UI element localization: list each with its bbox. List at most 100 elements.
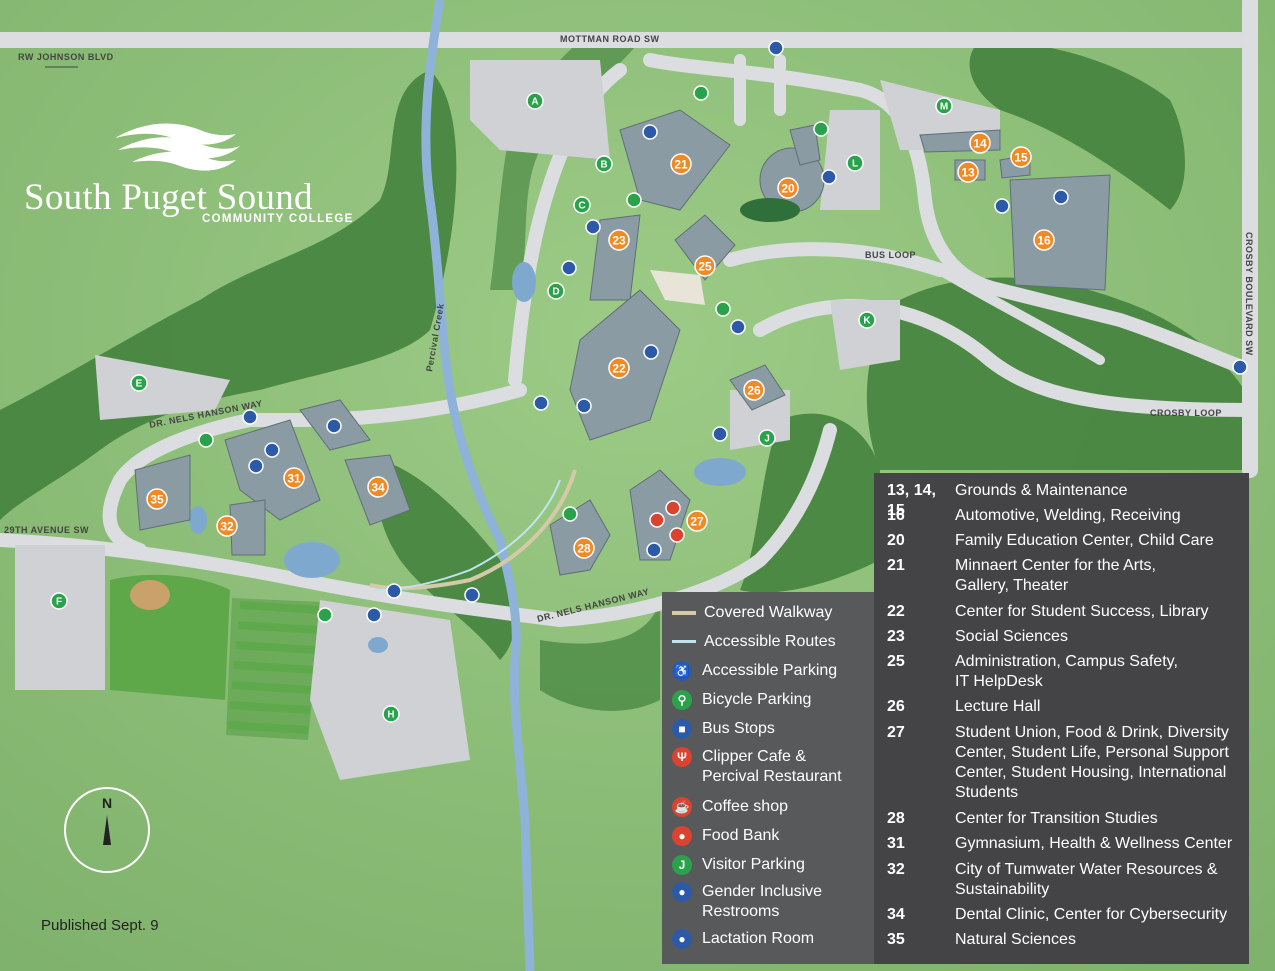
building-28-marker: 28 bbox=[573, 537, 595, 559]
restroom-icon bbox=[642, 124, 658, 140]
label-crosby-blvd: CROSBY BOULEVARD SW bbox=[1244, 232, 1254, 356]
bicycle-icon bbox=[562, 506, 578, 522]
bicycle-icon bbox=[715, 301, 731, 317]
lot-k-marker-label: K bbox=[863, 316, 871, 327]
lot-l-marker-label: L bbox=[852, 159, 858, 170]
building-34-marker: 34 bbox=[367, 476, 389, 498]
building-26-marker: 26 bbox=[743, 379, 765, 401]
lactation-icon bbox=[643, 344, 659, 360]
parking-lots bbox=[15, 60, 1000, 780]
covered-walkway-icon bbox=[672, 611, 696, 615]
accessible-parking-icon bbox=[533, 395, 549, 411]
building-26-marker-label: 26 bbox=[747, 383, 761, 397]
legend-covered-walkway: Covered Walkway bbox=[672, 603, 832, 623]
building-desc: Gymnasium, Health & Wellness Center bbox=[955, 835, 1233, 852]
building-desc: Center for Transition Studies bbox=[955, 810, 1158, 827]
building-15-marker-label: 15 bbox=[1014, 150, 1028, 164]
lot-c-marker: C bbox=[573, 196, 591, 214]
legend-lactation: ● Lactation Room bbox=[672, 929, 814, 949]
building-28-marker-label: 28 bbox=[577, 541, 591, 555]
lactation-icon bbox=[248, 458, 264, 474]
legend-label: Accessible Parking bbox=[702, 662, 838, 679]
lactation-icon: ● bbox=[672, 929, 692, 949]
building-32-marker-label: 32 bbox=[220, 519, 234, 533]
bus-icon bbox=[768, 40, 784, 56]
lot-k-marker: K bbox=[858, 311, 876, 329]
building-desc: Center for Student Success, Library bbox=[955, 603, 1209, 620]
bicycle-icon bbox=[198, 432, 214, 448]
restroom-icon bbox=[576, 398, 592, 414]
building-desc: Social Sciences bbox=[955, 628, 1068, 645]
bicycle-icon: ⚲ bbox=[672, 690, 692, 710]
legend-food-bank: ● Food Bank bbox=[672, 826, 779, 846]
bus-icon bbox=[1232, 359, 1248, 375]
lot-h-marker: H bbox=[382, 705, 400, 723]
building-desc: Family Education Center, Child Care bbox=[955, 532, 1214, 549]
building-35-marker-label: 35 bbox=[150, 492, 164, 506]
legend-label: Coffee shop bbox=[702, 798, 788, 815]
accessible-parking-icon bbox=[712, 426, 728, 442]
restroom-icon bbox=[646, 542, 662, 558]
markers: ABCDEFHJKLM13141516202122232526272831323… bbox=[50, 40, 1248, 723]
athletic-fields bbox=[110, 574, 322, 740]
coffee-icon bbox=[649, 512, 665, 528]
building-14-marker-label: 14 bbox=[973, 136, 987, 150]
coffee-icon: ☕ bbox=[672, 797, 692, 817]
legend-visitor-parking: J Visitor Parking bbox=[672, 855, 805, 875]
legend-label: Gender Inclusive Restrooms bbox=[702, 883, 823, 920]
plazas bbox=[650, 198, 800, 305]
building-number: 27 bbox=[887, 724, 905, 741]
building-22-marker-label: 22 bbox=[612, 361, 626, 375]
accessible-parking-icon bbox=[821, 169, 837, 185]
building-row: 28 Center for Transition Studies bbox=[887, 809, 1250, 829]
building-number: 16 bbox=[887, 507, 905, 524]
bicycle-icon bbox=[317, 607, 333, 623]
lot-j-marker-label: J bbox=[764, 434, 770, 445]
label-bus-loop: BUS LOOP bbox=[865, 250, 916, 260]
building-desc: Minnaert Center for the Arts, Gallery, T… bbox=[955, 557, 1156, 594]
legend-bicycle-parking: ⚲ Bicycle Parking bbox=[672, 690, 811, 710]
bicycle-icon bbox=[626, 192, 642, 208]
college-name: South Puget Sound bbox=[24, 177, 313, 218]
building-number: 26 bbox=[887, 698, 905, 715]
building-31-marker: 31 bbox=[283, 467, 305, 489]
accessible-parking-icon bbox=[464, 587, 480, 603]
building-21-marker-label: 21 bbox=[674, 157, 688, 171]
lot-c-marker-label: C bbox=[578, 201, 585, 212]
legend-cafe: Ψ Clipper Cafe & Percival Restaurant bbox=[672, 747, 862, 787]
building-number: 35 bbox=[887, 931, 905, 948]
ponds bbox=[189, 262, 746, 653]
lot-b-marker-label: B bbox=[600, 160, 607, 171]
building-14-marker: 14 bbox=[969, 132, 991, 154]
legend-bus-stops: ■ Bus Stops bbox=[672, 719, 775, 739]
label-rw-johnson: RW JOHNSON BLVD bbox=[18, 52, 114, 62]
building-27-marker-label: 27 bbox=[690, 514, 704, 528]
building-desc: Dental Clinic, Center for Cybersecurity bbox=[955, 906, 1228, 923]
lot-f-marker: F bbox=[50, 592, 68, 610]
building-21-marker: 21 bbox=[670, 153, 692, 175]
building-number: 13, 14, 15 bbox=[887, 482, 936, 519]
building-number: 25 bbox=[887, 653, 905, 670]
lot-j-marker: J bbox=[758, 429, 776, 447]
building-number: 23 bbox=[887, 628, 905, 645]
lot-l-marker: L bbox=[846, 154, 864, 172]
building-25-marker-label: 25 bbox=[698, 259, 712, 273]
lot-a-marker: A bbox=[526, 92, 544, 110]
building-number: 22 bbox=[887, 603, 905, 620]
restroom-icon bbox=[264, 442, 280, 458]
building-number: 28 bbox=[887, 810, 905, 827]
cafe-icon bbox=[669, 527, 685, 543]
lot-b-marker: B bbox=[595, 155, 613, 173]
legend-restrooms: ● Gender Inclusive Restrooms bbox=[672, 882, 862, 922]
legend-coffee: ☕ Coffee shop bbox=[672, 797, 788, 817]
building-20-marker-label: 20 bbox=[781, 181, 795, 195]
bus-icon bbox=[730, 319, 746, 335]
percival-creek bbox=[421, 0, 535, 971]
lot-d-marker-label: D bbox=[552, 287, 559, 298]
